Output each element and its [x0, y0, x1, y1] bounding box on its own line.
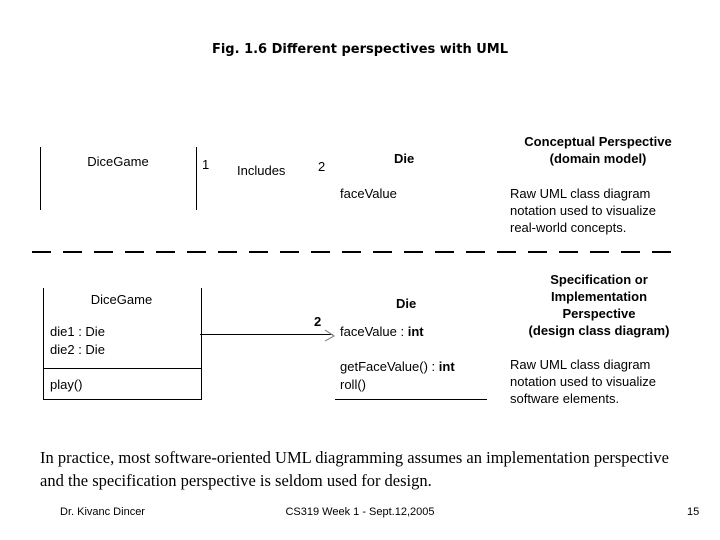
- bottom-description-line1: Raw UML class diagram: [510, 357, 651, 372]
- bottom-dicegame-attribute-1: die1 : Die: [50, 324, 105, 339]
- bottom-die-operation-1-name: getFaceValue() :: [340, 359, 439, 374]
- top-dicegame-class-name: DiceGame: [87, 154, 149, 169]
- bottom-description-line3: software elements.: [510, 391, 620, 406]
- bottom-description-line2: notation used to visualize: [510, 374, 656, 389]
- open-arrowhead-icon: [324, 329, 336, 342]
- footer-author: Dr. Kivanc Dincer: [60, 506, 145, 518]
- footer-course: CS319 Week 1 - Sept.12,2005: [285, 506, 435, 518]
- top-multiplicity-one: 1: [202, 157, 210, 172]
- body-paragraph: In practice, most software-oriented UML …: [40, 448, 669, 490]
- top-description-line2: notation used to visualize: [510, 203, 656, 218]
- bottom-die-operation-2: roll(): [340, 377, 366, 392]
- top-dicegame-right-border: [196, 147, 197, 210]
- bottom-dicegame-box: [43, 288, 202, 400]
- bottom-die-attribute-type: int: [407, 324, 424, 339]
- bottom-die-operation-1-type: int: [438, 359, 455, 374]
- top-association-label: Includes: [237, 163, 286, 178]
- top-dicegame-left-border: [40, 147, 41, 210]
- bottom-perspective-heading-line2: Implementation: [550, 289, 648, 304]
- top-perspective-heading: Conceptual Perspective (domain model): [493, 133, 703, 167]
- slide-title: Fig. 1.6 Different perspectives with UML: [211, 42, 509, 57]
- bottom-die-attribute-name: faceValue :: [340, 324, 408, 339]
- bottom-dicegame-operation: play(): [50, 377, 83, 392]
- bottom-die-class-name: Die: [396, 296, 417, 311]
- bottom-die-underline: [335, 399, 487, 400]
- footer-page-number: 15: [687, 506, 700, 518]
- bottom-die-operation-1: getFaceValue() : int: [340, 359, 455, 374]
- bottom-perspective-description: Raw UML class diagram notation used to v…: [510, 356, 656, 407]
- top-description-line1: Raw UML class diagram: [510, 186, 651, 201]
- bottom-perspective-heading-line4: (design class diagram): [528, 323, 670, 338]
- top-perspective-heading-line1: Conceptual Perspective: [524, 134, 672, 149]
- bottom-dicegame-class-name: DiceGame: [90, 292, 153, 307]
- bottom-dicegame-attribute-2: die2 : Die: [50, 342, 105, 357]
- top-die-attribute: faceValue: [340, 186, 397, 201]
- bottom-multiplicity-two: 2: [314, 314, 322, 329]
- bottom-die-attribute: faceValue : int: [340, 324, 424, 339]
- bottom-perspective-heading-line1: Specification or: [550, 272, 648, 287]
- top-perspective-description: Raw UML class diagram notation used to v…: [510, 185, 656, 236]
- top-description-line3: real-world concepts.: [510, 220, 627, 235]
- bottom-perspective-heading-line3: Perspective: [562, 306, 636, 321]
- bottom-dicegame-operations-divider: [44, 368, 201, 369]
- dashed-separator-line: [32, 251, 674, 253]
- bottom-association-line: [200, 334, 333, 335]
- top-multiplicity-two: 2: [318, 159, 326, 174]
- top-die-class-name: Die: [394, 151, 415, 166]
- top-perspective-heading-line2: (domain model): [549, 151, 647, 166]
- bottom-perspective-heading: Specification or Implementation Perspect…: [493, 271, 705, 339]
